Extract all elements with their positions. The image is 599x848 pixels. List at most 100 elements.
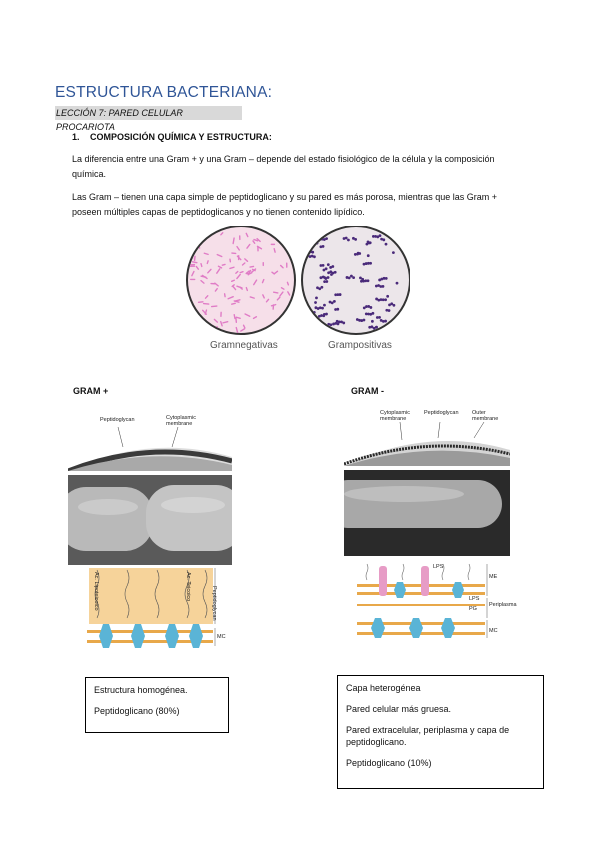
gram-negative-rod — [204, 309, 208, 315]
gram-positive-coccus — [331, 271, 335, 275]
gram-positive-coccus — [403, 315, 407, 319]
gram-negative-rod — [220, 232, 224, 236]
gram-negative-rod — [239, 271, 244, 274]
gn-diagram-label-lps-2: LPS — [469, 596, 480, 602]
gram-negative-rod — [188, 244, 193, 251]
gram-negative-rod — [202, 302, 210, 305]
gram-positive-coccus — [323, 276, 327, 280]
gram-positive-coccus — [316, 286, 319, 290]
gram-positive-coccus — [319, 245, 323, 249]
gram-positive-coccus — [308, 242, 312, 245]
gram-positive-coccus — [326, 276, 330, 279]
gn-diagram-label-pg: PG — [469, 606, 477, 612]
gram-positive-coccus — [318, 287, 322, 291]
gram-positive-coccus — [369, 306, 373, 309]
gram-negative-rod — [206, 328, 212, 333]
gram-positive-coccus — [319, 264, 323, 267]
gram-negative-rod — [229, 266, 235, 270]
gram-positive-coccus — [367, 305, 371, 308]
gram-negative-summary-box: Capa heterogénea Pared celular más grues… — [337, 675, 544, 789]
gp-tem-label-cytoplasmic: Cytoplasmic — [166, 415, 196, 421]
gram-positive-coccus — [384, 242, 388, 246]
gram-positive-coccus — [306, 247, 310, 251]
gram-positive-coccus — [347, 276, 351, 280]
gram-positive-coccus — [320, 314, 323, 317]
gram-positive-coccus — [370, 325, 374, 329]
gram-positive-coccus — [325, 312, 328, 316]
gram-negative-rod — [246, 243, 251, 249]
gram-positive-label: GRAM + — [73, 386, 109, 396]
gram-positive-coccus — [322, 312, 326, 316]
gram-negative-rod — [236, 255, 242, 261]
gram-negative-rod — [244, 313, 251, 317]
gram-negative-rod — [214, 282, 219, 287]
gram-positive-coccus — [315, 296, 318, 300]
gram-positive-coccus — [401, 315, 404, 319]
gram-negative-rod — [236, 273, 241, 280]
gram-negative-rod — [235, 326, 239, 333]
gram-negative-micrograph — [186, 225, 296, 335]
gram-negative-rod — [216, 253, 223, 258]
gram-positive-coccus — [379, 285, 383, 288]
gram-negative-rod — [190, 263, 196, 266]
gram-negative-rod — [232, 237, 235, 245]
paragraph-1: La diferencia entre una Gram + y una Gra… — [72, 152, 552, 182]
gram-negative-rod — [203, 252, 209, 256]
gram-positive-coccus — [366, 279, 370, 283]
gram-positive-coccus — [344, 236, 348, 240]
gn-diagram-label-lps-1: LPS — [433, 564, 444, 570]
gp-diagram-label-mc: MC — [217, 634, 226, 640]
gram-positive-coccus — [384, 277, 388, 280]
gram-positive-coccus — [382, 238, 386, 242]
gram-positive-coccus — [345, 276, 349, 279]
gram-positive-coccus — [359, 276, 362, 280]
gram-positive-coccus — [379, 319, 383, 322]
gram-negative-wall-diagram: LPS ME LPS PG Periplasma MC — [357, 560, 517, 646]
gram-positive-coccus — [374, 284, 378, 288]
gram-positive-coccus — [381, 319, 385, 323]
gram-stain-figure: Gramnegativas Grampositivas — [186, 225, 411, 356]
gram-positive-coccus — [365, 242, 369, 246]
gram-negative-rod — [262, 294, 265, 299]
gram-positive-coccus — [338, 293, 342, 296]
gram-negative-rod — [252, 316, 258, 320]
gram-positive-coccus — [388, 303, 391, 307]
gram-positive-coccus — [354, 237, 358, 241]
gram-positive-coccus — [387, 309, 391, 312]
gram-positive-coccus — [319, 276, 323, 280]
gram-positive-coccus — [364, 279, 368, 283]
gram-negative-rod — [261, 278, 265, 284]
gram-positive-coccus — [395, 281, 399, 285]
gram-negative-tem: Cytoplasmic membrane Peptidoglycan Outer… — [344, 408, 510, 466]
gram-positive-coccus — [355, 318, 359, 321]
gram-negative-rod — [210, 282, 216, 285]
gram-negative-rod — [239, 235, 241, 241]
gram-negative-rod — [245, 232, 249, 238]
gram-positive-coccus — [308, 245, 312, 249]
gn-box-line-1: Capa heterogénea — [346, 683, 421, 693]
gram-positive-coccus — [325, 237, 328, 241]
gram-positive-coccus — [379, 298, 383, 302]
gram-positive-coccus — [333, 300, 336, 303]
gram-negative-rod — [252, 240, 256, 244]
gram-negative-caption: Gramnegativas — [210, 340, 278, 351]
gram-positive-coccus — [352, 236, 355, 240]
gram-positive-coccus — [322, 268, 326, 272]
gram-positive-coccus — [400, 237, 404, 241]
gram-negative-rod — [229, 258, 232, 263]
gram-negative-rod — [253, 279, 258, 286]
gram-negative-rod — [265, 298, 270, 303]
gn-box-line-3: Pared extracelular, periplasma y capa de… — [346, 725, 510, 747]
gram-negative-rod — [200, 279, 205, 284]
gram-negative-rod — [249, 296, 255, 299]
gram-positive-coccus — [342, 321, 346, 325]
gram-positive-coccus — [308, 255, 312, 258]
gram-negative-rod — [262, 262, 264, 267]
gram-positive-coccus — [329, 270, 333, 274]
gram-positive-coccus — [323, 303, 326, 307]
gram-positive-coccus — [384, 298, 387, 302]
gram-positive-coccus — [371, 234, 375, 238]
gram-negative-rod — [217, 265, 223, 269]
gram-positive-coccus — [324, 267, 328, 271]
gram-positive-coccus — [362, 318, 366, 322]
